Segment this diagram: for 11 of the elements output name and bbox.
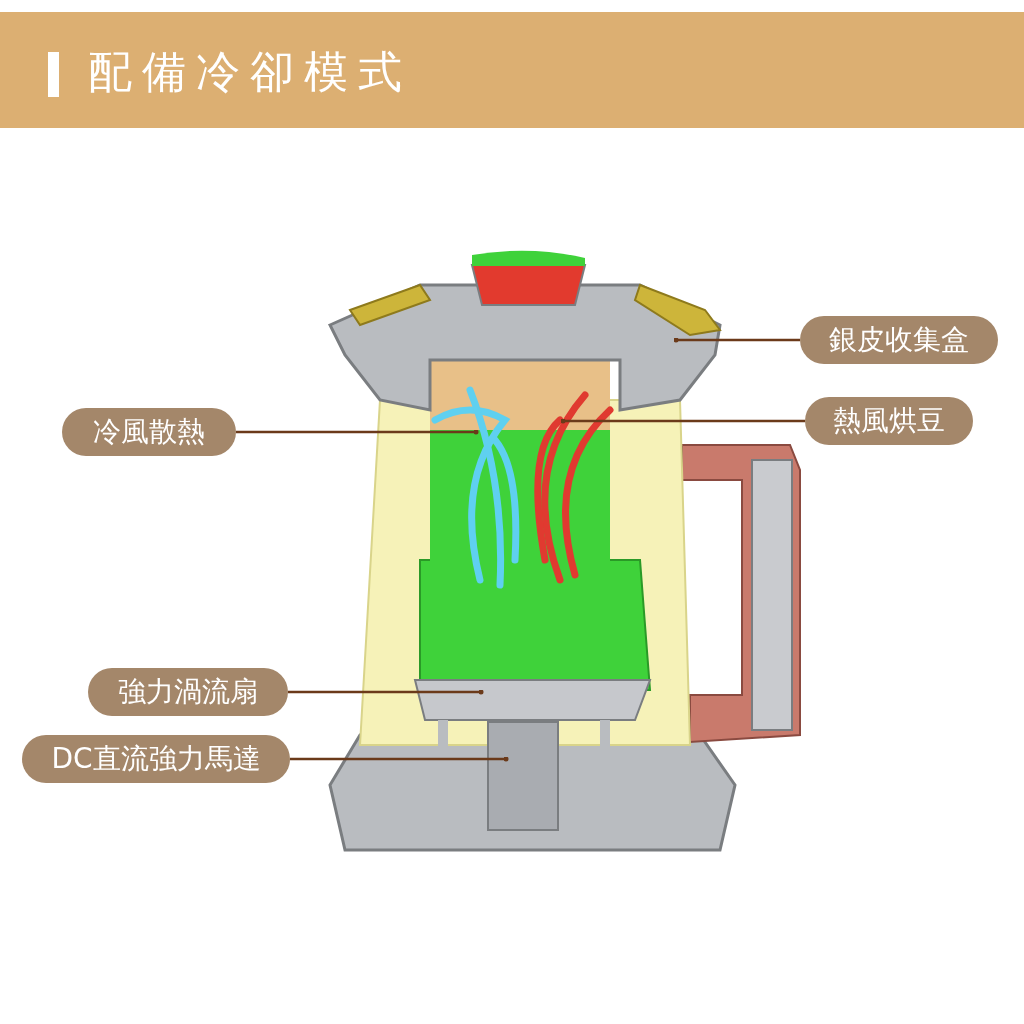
callout-label: 熱風烘豆 xyxy=(805,397,973,445)
callout-label: 銀皮收集盒 xyxy=(800,316,998,364)
leader-line xyxy=(290,756,509,762)
title: 配備冷卻模式 xyxy=(88,45,412,99)
leader-line xyxy=(288,689,484,695)
callout-label: DC直流強力馬達 xyxy=(22,735,290,783)
leader-line xyxy=(236,429,479,435)
leader-line xyxy=(560,418,805,424)
callout-label: 強力渦流扇 xyxy=(88,668,288,716)
leader-line xyxy=(673,337,800,343)
callout-label: 冷風散熱 xyxy=(62,408,236,456)
